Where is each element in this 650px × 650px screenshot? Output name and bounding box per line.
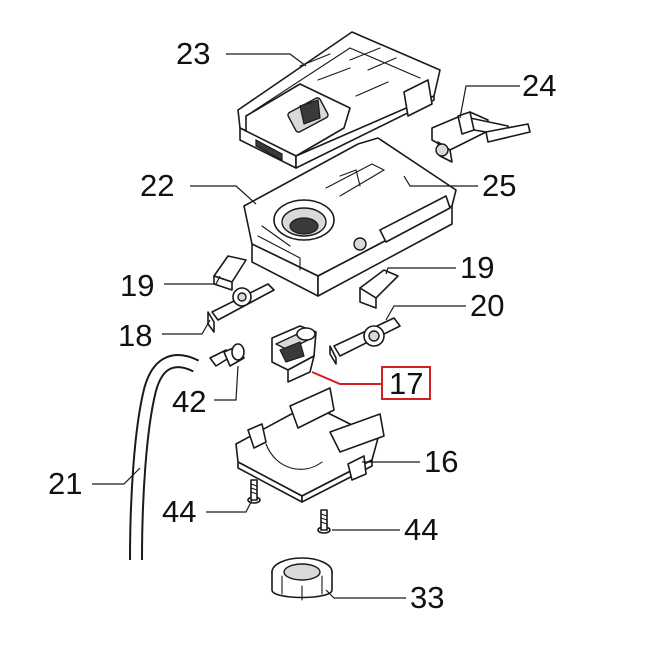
label-17: 17 [389, 366, 423, 401]
label-25: 25 [482, 168, 516, 203]
label-18: 18 [118, 318, 152, 353]
highlight-box-17 [381, 366, 431, 400]
part-17-valve [271, 325, 317, 383]
label-21: 21 [48, 466, 82, 501]
part-labels: 23 24 22 25 19 19 18 20 42 17 21 16 44 4… [48, 36, 556, 615]
part-16-bracket [235, 387, 385, 503]
part-19-left-clip [213, 255, 247, 291]
part-44-left-screw [247, 479, 261, 504]
label-44-right: 44 [404, 512, 438, 547]
label-23: 23 [176, 36, 210, 71]
part-42-nozzle [209, 343, 245, 367]
part-19-right-clip [359, 269, 399, 309]
label-33: 33 [410, 580, 444, 615]
part-22-housing [243, 137, 457, 297]
label-44-left: 44 [162, 494, 196, 529]
label-16: 16 [424, 444, 458, 479]
label-42: 42 [172, 384, 206, 419]
label-22: 22 [140, 168, 174, 203]
leader-lines [92, 53, 520, 599]
part-21-tube [129, 354, 200, 561]
label-20: 20 [470, 288, 504, 323]
part-20-lever [329, 317, 401, 365]
label-24: 24 [522, 68, 556, 103]
part-18-lever [207, 283, 275, 333]
label-19-right: 19 [460, 250, 494, 285]
part-24-hinge [431, 111, 531, 163]
part-44-right-screw [317, 509, 331, 534]
part-33-nut [271, 557, 333, 601]
part-23-lid [237, 31, 441, 169]
label-19-left: 19 [120, 268, 154, 303]
